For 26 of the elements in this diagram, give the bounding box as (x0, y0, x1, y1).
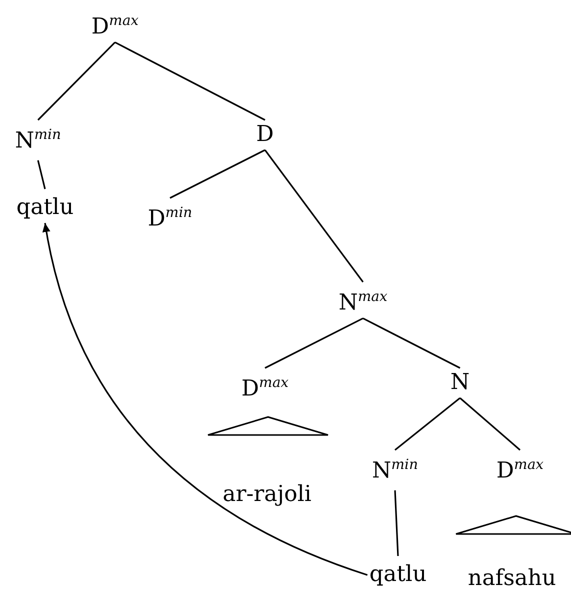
tree-label: D (256, 122, 274, 148)
tree-branch (394, 490, 399, 556)
tree-label: D$^{min}$ (148, 200, 192, 232)
tree-label: D$^{max}$ (241, 370, 289, 402)
tree-branch (362, 318, 460, 369)
tree-branch (37, 160, 46, 190)
movement-arrow (42, 222, 368, 576)
tree-label: D$^{max}$ (496, 452, 544, 484)
tree-branch (394, 397, 460, 451)
tree-label: qatlu (16, 195, 74, 221)
tree-branch (114, 42, 266, 121)
tree-branch (459, 397, 521, 451)
tree-label: qatlu (369, 562, 427, 588)
tree-branch (37, 42, 116, 121)
tree-branch (170, 149, 266, 199)
tree-label: N$^{min}$ (14, 122, 62, 154)
triangle-mark (207, 415, 329, 437)
tree-branch (264, 150, 364, 282)
triangle-mark (455, 514, 571, 536)
tree-label: N$^{min}$ (372, 452, 418, 484)
tree-label: ar-rajoli (222, 482, 312, 508)
tree-label: N$^{max}$ (338, 284, 388, 316)
tree-branch (264, 318, 364, 369)
tree-label: D$^{max}$ (91, 8, 139, 40)
tree-label: N (450, 370, 470, 396)
tree-label: nafsahu (468, 566, 556, 591)
